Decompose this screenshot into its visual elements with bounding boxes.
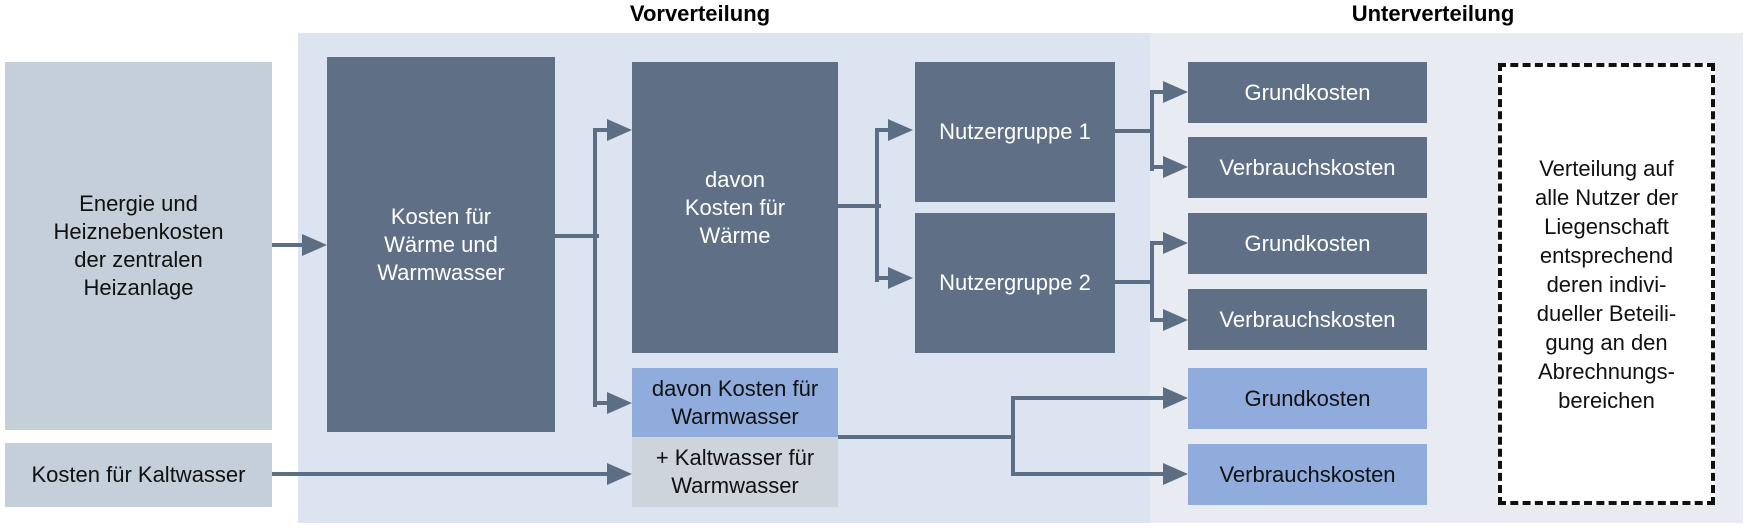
connector-kaltwasser-line [272, 472, 609, 476]
connector-to-davon-waerme-line [595, 128, 610, 132]
verbrauchskosten-gruppe1-box: Verbrauchskosten [1188, 137, 1427, 198]
arrowhead-ng1-grundkosten-icon [1163, 81, 1188, 103]
grundkosten-gruppe2-box: Grundkosten [1188, 213, 1427, 274]
connector-warmwasser-branch-line [1011, 396, 1015, 476]
kosten-waerme-warmwasser-box: Kosten für Wärme und Warmwasser [327, 57, 555, 432]
connector-davon-waerme-exit-line [838, 204, 881, 208]
energie-heiznebenkosten-box: Energie und Heiznebenkosten der zentrale… [5, 62, 272, 430]
connector-ng2-grundkosten-line [1152, 241, 1166, 245]
arrowhead-warmwasser-verbrauchskosten-icon [1163, 463, 1188, 485]
grundkosten-warmwasser-box: Grundkosten [1188, 368, 1427, 429]
arrowhead-davon-waerme-icon [607, 119, 632, 141]
verbrauchskosten-gruppe2-box: Verbrauchskosten [1188, 289, 1427, 350]
connector-warmwasser-grundkosten-line [1013, 396, 1165, 400]
connector-to-nutzergruppe1-line [877, 128, 891, 132]
connector-ng2-verbrauchskosten-line [1152, 318, 1166, 322]
connector-kww-exit-line [555, 234, 599, 238]
plus-kaltwasser-warmwasser-box: + Kaltwasser für Warmwasser [632, 437, 838, 507]
connector-warmwasser-exit-line [838, 435, 1015, 439]
nutzergruppe-1-box: Nutzergruppe 1 [915, 62, 1115, 202]
verbrauchskosten-warmwasser-box: Verbrauchskosten [1188, 444, 1427, 505]
unterverteilung-title: Unterverteilung [1351, 1, 1515, 26]
connector-ng2-branch-line [1150, 241, 1154, 322]
arrowhead-davon-warmwasser-icon [607, 392, 632, 414]
arrowhead-kaltwasser-icon [607, 463, 632, 485]
grundkosten-gruppe1-box: Grundkosten [1188, 62, 1427, 123]
vorverteilung-title: Vorverteilung [629, 1, 771, 26]
arrowhead-nutzergruppe2-icon [888, 267, 913, 289]
connector-ng1-branch-line [1150, 90, 1154, 171]
arrowhead-nutzergruppe1-icon [888, 119, 913, 141]
verteilung-annotation-box: Verteilung auf alle Nutzer der Liegensch… [1498, 63, 1715, 505]
nutzergruppe-2-box: Nutzergruppe 2 [915, 213, 1115, 353]
connector-to-nutzergruppe2-line [877, 276, 891, 280]
connector-ng2-exit-line [1115, 280, 1154, 284]
connector-ng1-grundkosten-line [1152, 90, 1166, 94]
connector-ng1-verbrauchskosten-line [1152, 165, 1166, 169]
connector-energie-line [272, 243, 307, 247]
davon-kosten-warmwasser-box: davon Kosten für Warmwasser [632, 368, 838, 437]
kosten-kaltwasser-box: Kosten für Kaltwasser [5, 443, 272, 507]
arrowhead-ng1-verbrauchskosten-icon [1163, 156, 1188, 178]
connector-ng1-exit-line [1115, 129, 1154, 133]
arrowhead-ng2-grundkosten-icon [1163, 232, 1188, 254]
arrowhead-energie-icon [302, 234, 327, 256]
connector-kww-branch-line [593, 128, 597, 407]
connector-nutzergruppen-branch-line [875, 128, 879, 282]
arrowhead-ng2-verbrauchskosten-icon [1163, 309, 1188, 331]
connector-warmwasser-verbrauchskosten-line [1013, 472, 1165, 476]
connector-to-davon-warmwasser-line [595, 401, 610, 405]
davon-kosten-waerme-box: davon Kosten für Wärme [632, 62, 838, 353]
arrowhead-warmwasser-grundkosten-icon [1163, 387, 1188, 409]
